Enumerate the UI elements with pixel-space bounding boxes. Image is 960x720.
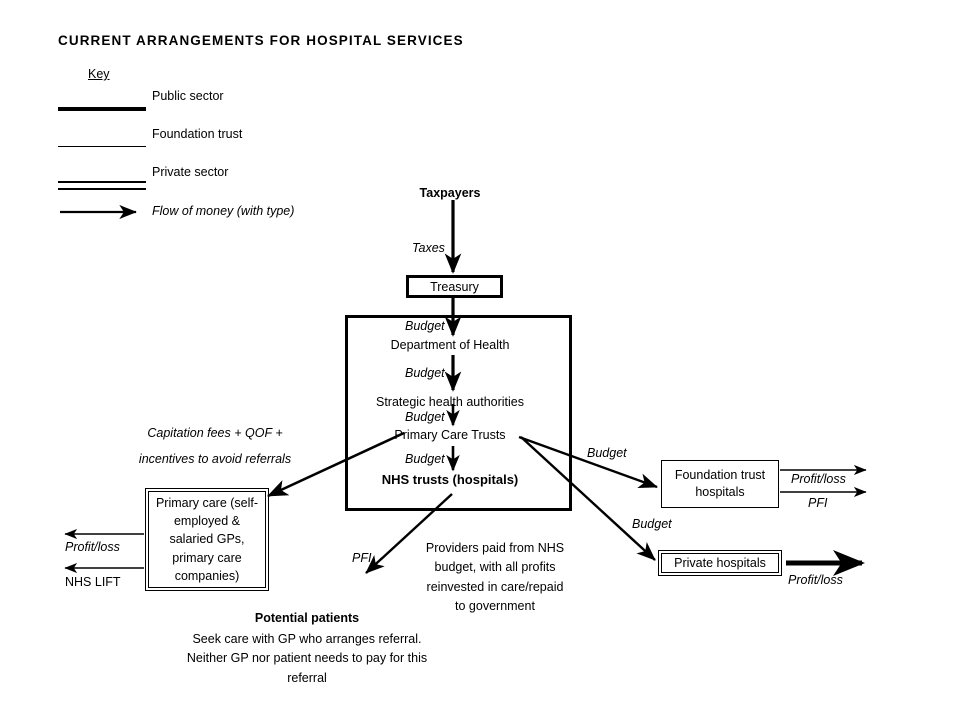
node-primary-care-trusts: Primary Care Trusts: [394, 428, 506, 442]
legend-label-flow-of-money: Flow of money (with type): [152, 204, 295, 218]
node-primary-care-line3: salaried GPs,: [169, 532, 245, 547]
flow-label-capitation-line1: Capitation fees + QOF +: [147, 426, 283, 440]
annotation-potential-patients-line3: referral: [287, 670, 327, 685]
flow-label-pfi-foundation: PFI: [808, 496, 828, 510]
nhs-public-sector-container: [345, 315, 572, 511]
node-private-hospitals: Private hospitals: [657, 549, 783, 577]
flow-label-capitation-line2: incentives to avoid referrals: [138, 452, 292, 466]
flow-label-budget-sha-pct: Budget: [405, 410, 445, 424]
annotation-providers-line3: reinvested in care/repaid: [426, 579, 564, 594]
node-primary-care-line5: companies): [174, 568, 240, 583]
node-foundation-trust-hospitals-line2: hospitals: [695, 485, 745, 499]
flow-label-budget-pct-nhs-trusts: Budget: [405, 452, 445, 466]
node-treasury: Treasury: [406, 275, 503, 298]
flow-label-pfi-nhs-trusts: PFI: [352, 551, 372, 565]
node-department-of-health: Department of Health: [390, 338, 510, 352]
flow-label-budget-doh-sha: Budget: [405, 366, 445, 380]
legend-heading: Key: [88, 67, 110, 81]
node-primary-care: Primary care (self- employed & salaried …: [144, 487, 270, 592]
node-treasury-label: Treasury: [430, 279, 479, 294]
node-primary-care-line4: primary care: [172, 550, 242, 565]
flow-label-profit-loss-private: Profit/loss: [788, 573, 843, 587]
annotation-providers-line1: Providers paid from NHS: [425, 541, 565, 555]
legend-swatch-private-sector: [58, 181, 146, 190]
node-primary-care-line2: employed &: [173, 514, 240, 529]
annotation-potential-patients-line1: Seek care with GP who arranges referral.: [192, 632, 422, 646]
annotation-potential-patients-line2: Neither GP nor patient needs to pay for …: [186, 651, 428, 666]
legend-label-foundation-trust: Foundation trust: [152, 127, 243, 141]
node-taxpayers: Taxpayers: [419, 186, 481, 200]
page-title: CURRENT ARRANGEMENTS FOR HOSPITAL SERVIC…: [58, 33, 464, 48]
annotation-potential-patients-body: Seek care with GP who arranges referral.…: [187, 630, 427, 688]
flow-label-profit-loss-foundation: Profit/loss: [791, 472, 846, 486]
annotation-providers-line2: budget, with all profits: [434, 560, 556, 575]
node-nhs-trusts-hospitals: NHS trusts (hospitals): [381, 472, 519, 487]
legend-swatch-public-sector: [58, 107, 146, 111]
annotation-providers: Providers paid from NHS budget, with all…: [426, 539, 564, 617]
annotation-providers-line4: to government: [455, 599, 535, 614]
flow-label-budget-foundation-trust: Budget: [587, 446, 627, 460]
flow-label-profit-loss-primary-care: Profit/loss: [65, 540, 120, 554]
flow-label-budget-treasury-doh: Budget: [405, 319, 445, 333]
annotation-potential-patients-heading: Potential patients: [254, 611, 360, 625]
node-strategic-health-authorities: Strategic health authorities: [375, 395, 525, 409]
node-private-hospitals-label: Private hospitals: [674, 556, 766, 570]
flow-label-nhs-lift: NHS LIFT: [65, 575, 121, 589]
legend-swatch-foundation-trust: [58, 146, 146, 147]
node-primary-care-line1: Primary care (self-: [155, 496, 259, 511]
node-foundation-trust-hospitals-line1: Foundation trust: [674, 467, 766, 482]
flow-label-taxes: Taxes: [412, 241, 445, 255]
legend-label-public-sector: Public sector: [152, 89, 224, 103]
legend-label-private-sector: Private sector: [152, 165, 229, 179]
flow-label-budget-private-hospitals: Budget: [632, 517, 672, 531]
node-foundation-trust-hospitals: Foundation trust hospitals: [661, 460, 779, 508]
